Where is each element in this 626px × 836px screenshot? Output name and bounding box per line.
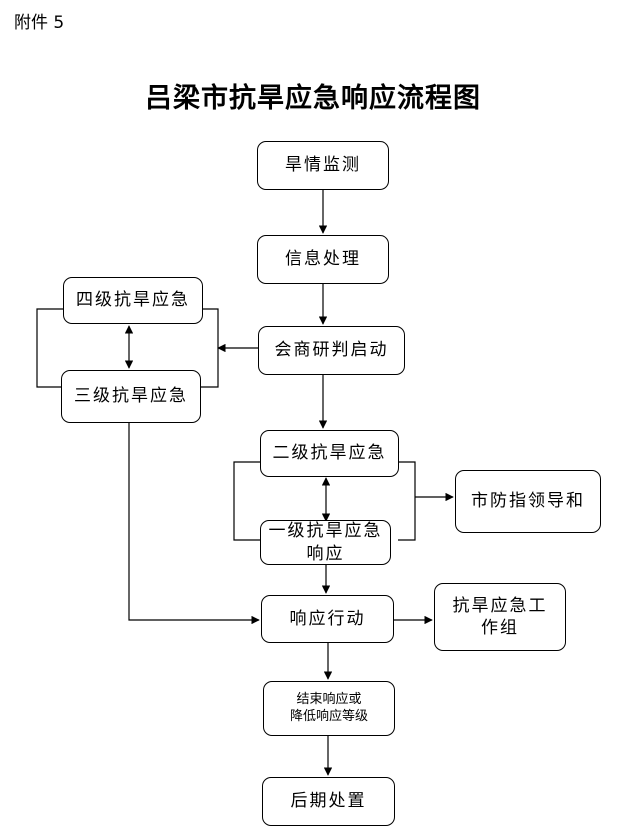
arrow-level3-to-action: [128, 423, 260, 625]
node-level4-response: 四级抗旱应急: [63, 277, 203, 324]
node-work-group: 抗旱应急工作组: [434, 583, 566, 651]
node-aftermath: 后期处置: [262, 777, 395, 826]
node-level2-response: 二级抗旱应急: [260, 430, 399, 477]
node-level3-response: 三级抗旱应急: [61, 370, 201, 423]
node-end-or-lower: 结束响应或降低响应等级: [263, 681, 395, 736]
right-group-bracket-left: [233, 461, 260, 541]
node-response-action: 响应行动: [261, 595, 394, 643]
page-title: 吕梁市抗旱应急响应流程图: [145, 83, 481, 114]
node-city-leader: 市防指领导和: [455, 470, 601, 533]
attachment-label: 附件 5: [14, 13, 65, 33]
left-group-bracket: [36, 308, 63, 388]
node-drought-monitoring: 旱情监测: [257, 141, 389, 190]
node-level1-response: 一级抗旱应急响应: [260, 520, 391, 565]
node-consultation-start: 会商研判启动: [258, 326, 405, 375]
right-group-bracket-right: [398, 461, 416, 541]
left-group-bracket-right: [200, 308, 219, 388]
node-info-processing: 信息处理: [257, 235, 389, 284]
